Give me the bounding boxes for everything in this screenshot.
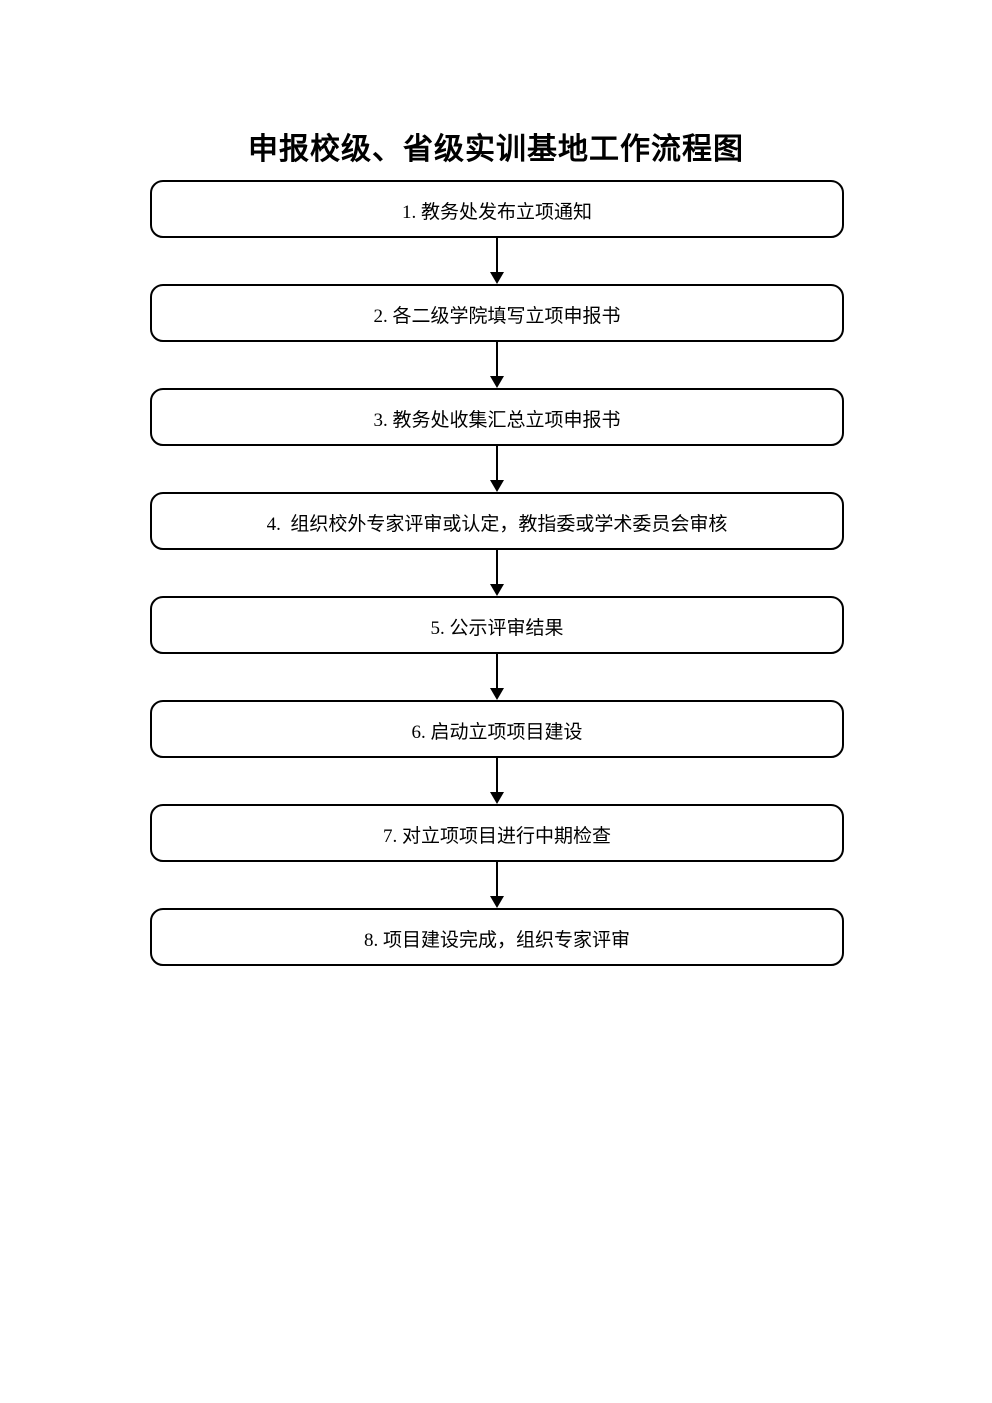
- arrow-shaft: [496, 862, 498, 896]
- arrow-down-icon: [490, 342, 504, 388]
- arrow-shaft: [496, 446, 498, 480]
- flow-step-label: 5. 公示评审结果: [430, 617, 564, 639]
- flow-step-8: 8. 项目建设完成，组织专家评审: [150, 908, 844, 966]
- arrow-shaft: [496, 342, 498, 376]
- arrow-shaft: [496, 550, 498, 584]
- flow-step-label: 8. 项目建设完成，组织专家评审: [363, 929, 630, 951]
- arrow-down-icon: [490, 758, 504, 804]
- flow-step-label: 1. 教务处发布立项通知: [401, 201, 592, 223]
- arrow-head: [490, 688, 504, 700]
- arrow-head: [490, 896, 504, 908]
- arrow-down-icon: [490, 654, 504, 700]
- arrow-head: [490, 480, 504, 492]
- arrow-down-icon: [490, 446, 504, 492]
- arrow-shaft: [496, 238, 498, 272]
- arrow-head: [490, 272, 504, 284]
- arrow-down-icon: [490, 862, 504, 908]
- page-title: 申报校级、省级实训基地工作流程图: [248, 133, 744, 166]
- arrow-shaft: [496, 654, 498, 688]
- flow-step-7: 7. 对立项项目进行中期检查: [150, 804, 844, 862]
- arrow-head: [490, 584, 504, 596]
- flow-step-5: 5. 公示评审结果: [150, 596, 844, 654]
- flowchart: 1. 教务处发布立项通知 2. 各二级学院填写立项申报书 3. 教务处收集汇总立…: [150, 180, 844, 966]
- flow-step-2: 2. 各二级学院填写立项申报书: [150, 284, 844, 342]
- flow-step-1: 1. 教务处发布立项通知: [150, 180, 844, 238]
- flow-step-label: 7. 对立项项目进行中期检查: [382, 825, 611, 847]
- flow-step-3: 3. 教务处收集汇总立项申报书: [150, 388, 844, 446]
- arrow-head: [490, 792, 504, 804]
- arrow-down-icon: [490, 238, 504, 284]
- flow-step-label: 2. 各二级学院填写立项申报书: [373, 305, 621, 327]
- flow-step-label: 4. 组织校外专家评审或认定，教指委或学术委员会审核: [266, 513, 728, 535]
- arrow-down-icon: [490, 550, 504, 596]
- flow-step-4: 4. 组织校外专家评审或认定，教指委或学术委员会审核: [150, 492, 844, 550]
- arrow-head: [490, 376, 504, 388]
- flow-step-6: 6. 启动立项项目建设: [150, 700, 844, 758]
- flow-step-label: 3. 教务处收集汇总立项申报书: [373, 409, 621, 431]
- flow-step-label: 6. 启动立项项目建设: [411, 721, 583, 743]
- arrow-shaft: [496, 758, 498, 792]
